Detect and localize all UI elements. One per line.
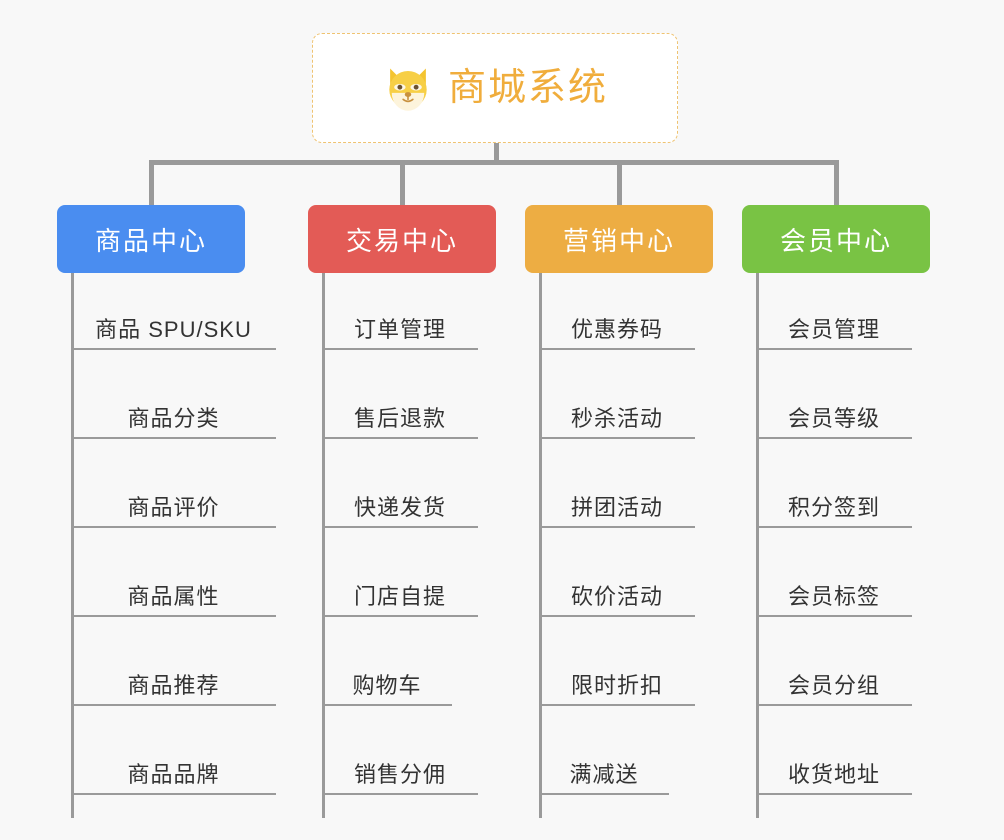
leaf-label: 会员等级	[787, 406, 880, 431]
leaf-item[interactable]: 商品品牌	[71, 707, 276, 795]
leaf-item[interactable]: 购物车	[322, 618, 452, 706]
leaf-item[interactable]: 门店自提	[322, 529, 478, 617]
leaf-item[interactable]: 销售分佣	[322, 707, 478, 795]
leaf-label: 限时折扣	[570, 673, 663, 698]
category-node-product-center[interactable]: 商品中心	[57, 205, 245, 273]
category-node-marketing-center[interactable]: 营销中心	[525, 205, 713, 273]
leaf-item[interactable]: 快递发货	[322, 440, 478, 528]
leaf-label: 商品推荐	[127, 673, 220, 698]
leaf-item[interactable]: 优惠券码	[539, 262, 695, 350]
category-label: 会员中心	[779, 225, 892, 256]
leaf-item[interactable]: 积分签到	[756, 440, 912, 528]
leaf-label: 会员分组	[787, 673, 880, 698]
leaf-label: 满减送	[569, 762, 639, 787]
shiba-dog-icon	[389, 68, 427, 111]
connector-drop-2	[617, 160, 622, 205]
category-node-trade-center[interactable]: 交易中心	[308, 205, 496, 273]
leaf-label: 订单管理	[353, 317, 446, 342]
leaf-item[interactable]: 商品评价	[71, 440, 276, 528]
leaf-label: 商品属性	[127, 584, 220, 609]
leaf-label: 商品品牌	[127, 762, 220, 787]
leaf-item[interactable]: 限时折扣	[539, 618, 695, 706]
branch-spine	[539, 273, 542, 818]
branch-spine	[71, 273, 74, 818]
category-label: 营销中心	[562, 225, 675, 256]
connector-drop-3	[834, 160, 839, 205]
connector-horizontal-bar	[149, 160, 839, 165]
leaf-label: 积分签到	[787, 495, 880, 520]
connector-drop-0	[149, 160, 154, 205]
leaf-item[interactable]: 会员管理	[756, 262, 912, 350]
category-node-member-center[interactable]: 会员中心	[742, 205, 930, 273]
leaf-item[interactable]: 拼团活动	[539, 440, 695, 528]
leaf-label: 售后退款	[353, 406, 446, 431]
leaf-label: 优惠券码	[570, 317, 663, 342]
category-label: 商品中心	[94, 225, 207, 256]
leaf-label: 购物车	[352, 673, 422, 698]
leaf-item[interactable]: 收货地址	[756, 707, 912, 795]
leaf-item[interactable]: 商品 SPU/SKU	[71, 262, 276, 350]
leaf-label: 会员管理	[787, 317, 880, 342]
leaf-label: 商品评价	[127, 495, 220, 520]
leaf-item[interactable]: 商品分类	[71, 351, 276, 439]
leaf-label: 商品分类	[127, 406, 220, 431]
branch-spine	[756, 273, 759, 818]
leaf-item[interactable]: 会员分组	[756, 618, 912, 706]
leaf-item[interactable]: 会员标签	[756, 529, 912, 617]
connector-drop-1	[400, 160, 405, 205]
branch-spine	[322, 273, 325, 818]
leaf-item[interactable]: 商品推荐	[71, 618, 276, 706]
root-title: 商城系统	[447, 67, 608, 109]
leaf-item[interactable]: 商品属性	[71, 529, 276, 617]
leaf-label: 门店自提	[353, 584, 446, 609]
leaf-label: 商品 SPU/SKU	[95, 317, 252, 342]
connector-root-stem	[494, 143, 499, 162]
leaf-label: 收货地址	[787, 762, 880, 787]
leaf-item[interactable]: 订单管理	[322, 262, 478, 350]
leaf-label: 砍价活动	[570, 584, 663, 609]
leaf-label: 快递发货	[353, 495, 446, 520]
leaf-item[interactable]: 满减送	[539, 707, 669, 795]
category-label: 交易中心	[345, 225, 458, 256]
root-node-shop-system[interactable]: 商城系统	[312, 33, 678, 143]
leaf-item[interactable]: 秒杀活动	[539, 351, 695, 439]
leaf-label: 拼团活动	[570, 495, 663, 520]
leaf-item[interactable]: 会员等级	[756, 351, 912, 439]
leaf-label: 销售分佣	[353, 762, 446, 787]
leaf-label: 秒杀活动	[570, 406, 663, 431]
leaf-item[interactable]: 砍价活动	[539, 529, 695, 617]
leaf-label: 会员标签	[787, 584, 880, 609]
leaf-item[interactable]: 售后退款	[322, 351, 478, 439]
